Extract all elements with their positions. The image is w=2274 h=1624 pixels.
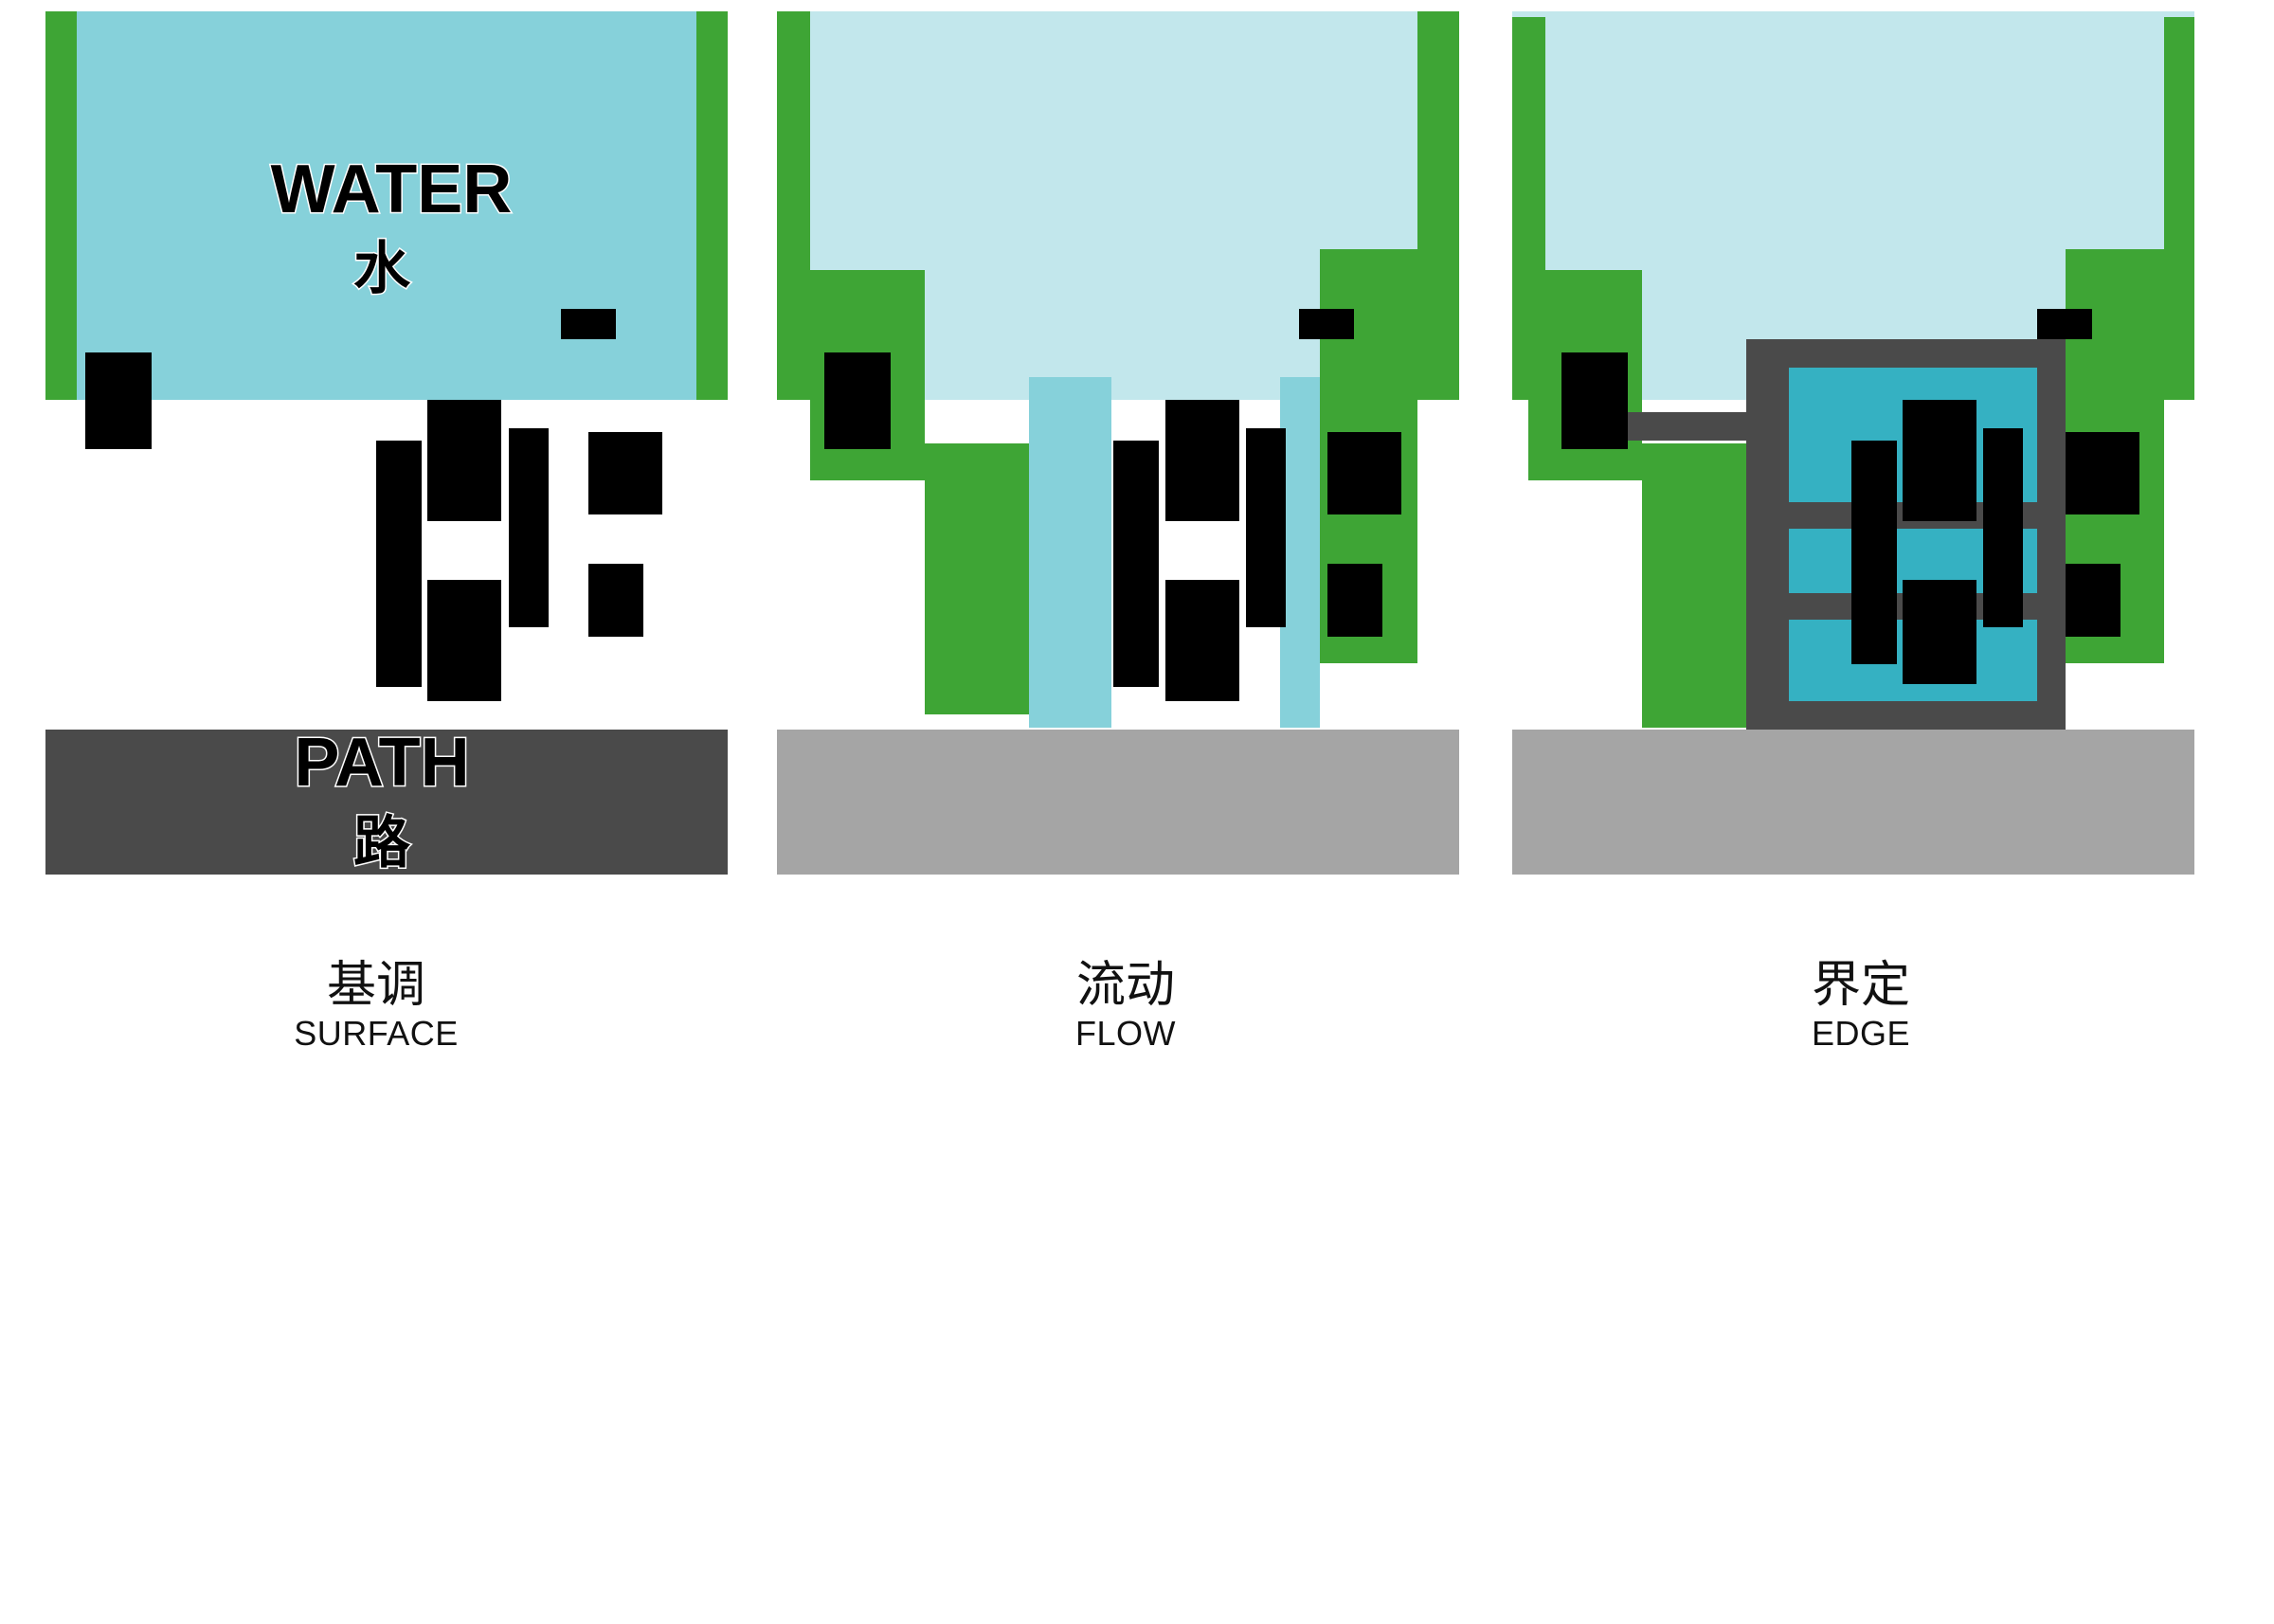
- caption-edge: 界定 EDGE: [1671, 957, 2050, 1054]
- green-strip-left: [45, 11, 77, 400]
- green-strip-left: [777, 11, 810, 400]
- caption-flow: 流动 FLOW: [936, 957, 1315, 1054]
- caption-en: FLOW: [1075, 1014, 1176, 1053]
- building: [1327, 432, 1401, 514]
- caption-en: SURFACE: [294, 1014, 459, 1053]
- building: [376, 441, 422, 687]
- building: [588, 564, 643, 637]
- panel-edge: [1512, 11, 2194, 875]
- water-channel: [1280, 377, 1320, 728]
- building: [85, 352, 152, 449]
- building: [1561, 352, 1628, 449]
- building: [2066, 564, 2121, 637]
- path-strip: [1512, 730, 2194, 875]
- green-block: [1642, 443, 1746, 728]
- building: [1903, 400, 1976, 521]
- caption-en: EDGE: [1811, 1014, 1911, 1053]
- caption-zh: 界定: [1811, 957, 1910, 1014]
- green-strip-right: [2164, 17, 2194, 400]
- building: [1983, 428, 2023, 627]
- building: [588, 432, 662, 514]
- building: [1165, 580, 1239, 701]
- building: [1299, 309, 1354, 339]
- building: [561, 309, 616, 339]
- panel-surface: WATER 水 PATH 路: [45, 11, 728, 878]
- building: [1113, 441, 1159, 687]
- edge-connector: [1611, 412, 1746, 441]
- green-block: [1528, 400, 1545, 480]
- water-label-en: WATER: [271, 152, 513, 227]
- building: [1327, 564, 1382, 637]
- green-strip-right: [696, 11, 728, 400]
- water-channel: [1029, 377, 1111, 728]
- path-label-en: PATH: [294, 725, 469, 801]
- green-block: [1417, 249, 1425, 400]
- water-label-zh: 水: [353, 236, 411, 302]
- path-strip: [45, 730, 728, 875]
- path-strip: [777, 730, 1459, 875]
- building: [509, 428, 549, 627]
- building: [427, 400, 501, 521]
- building: [1851, 441, 1897, 664]
- building: [2066, 432, 2139, 514]
- green-strip-left: [1512, 17, 1545, 400]
- building: [1246, 428, 1286, 627]
- caption-surface: 基调 SURFACE: [187, 957, 566, 1054]
- panel-flow: [777, 11, 1459, 875]
- caption-zh: 基调: [326, 957, 425, 1014]
- building: [2037, 309, 2092, 339]
- building: [427, 580, 501, 701]
- building: [1165, 400, 1239, 521]
- building: [824, 352, 891, 449]
- building: [1903, 580, 1976, 684]
- green-block: [925, 443, 1029, 714]
- path-label-zh: 路: [353, 810, 411, 876]
- caption-zh: 流动: [1075, 957, 1175, 1014]
